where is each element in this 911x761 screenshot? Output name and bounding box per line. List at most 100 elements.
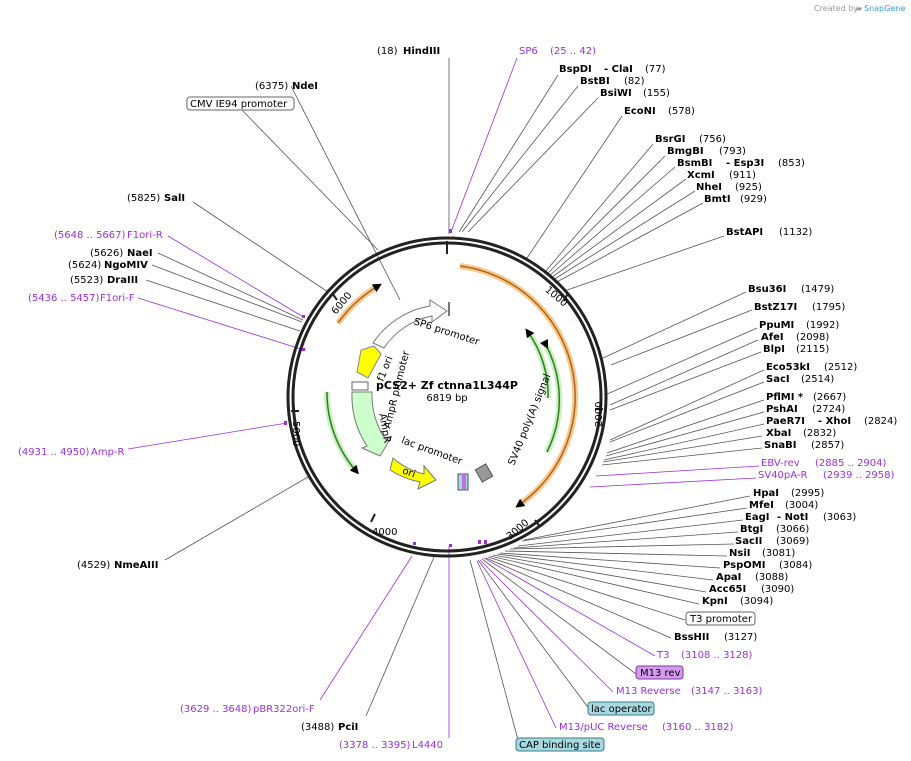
pos-sali: (5825) <box>127 193 160 204</box>
pos-snabi: (2857) <box>811 440 844 451</box>
site-nhei: NheI <box>696 182 722 193</box>
feature-box-cmv <box>186 96 295 111</box>
site-bsrgi: BsrGI <box>655 134 685 145</box>
site-eco53ki: Eco53kI <box>766 362 810 373</box>
site-naei: NaeI <box>127 248 153 259</box>
pos-bstapi: (1132) <box>779 227 812 238</box>
pos-bsiwi: (155) <box>643 88 670 99</box>
pos-nsii: (3081) <box>762 548 795 559</box>
pos-eagi: (3063) <box>823 512 856 523</box>
primer-t3: T3 <box>656 650 669 661</box>
site-ndei: NdeI <box>292 81 318 92</box>
pos-bmti: (929) <box>740 194 767 205</box>
tick-label-4000: 4000 <box>372 527 397 538</box>
features <box>351 299 494 491</box>
tick-label-5000: 5000 <box>290 421 301 446</box>
pos-amp-r: (4931 .. 4950) <box>18 447 90 458</box>
pos-l4440: (3378 .. 3395) <box>339 740 411 751</box>
pos-afei: (2098) <box>796 332 829 343</box>
credit-prefix: Created by <box>814 4 858 13</box>
site-bspdi: BspDI <box>559 64 592 75</box>
feature-ampr-promoter <box>351 381 369 391</box>
site-sacii: SacII <box>735 536 762 547</box>
pos-saci: (2514) <box>801 374 834 385</box>
pos-sv40pa-r: (2939 .. 2958) <box>823 470 895 481</box>
site-bsshii: BssHII <box>674 632 709 643</box>
primer-f1ori-f: F1ori-F <box>100 293 135 304</box>
pos-bstbi: (82) <box>624 76 645 87</box>
pos-xcmi: (911) <box>729 170 756 181</box>
pos-f1ori-f: (5436 .. 5457) <box>28 293 100 304</box>
primer-m13-reverse: M13 Reverse <box>616 686 681 697</box>
pos-xbai: (2832) <box>803 428 836 439</box>
pos-bstz17i: (1795) <box>812 302 845 313</box>
pos-bsu36i: (1479) <box>801 284 834 295</box>
site-bsu36i: Bsu36I <box>748 284 786 295</box>
primer-sv40pa-r: SV40pA-R <box>758 470 807 481</box>
feature-m13-rev: M13 rev <box>640 668 681 679</box>
pos-kpni: (3094) <box>740 596 773 607</box>
site-pspomi: PspOMI <box>723 560 765 571</box>
primer-amp-r: Amp-R <box>91 447 125 458</box>
plasmid-length: 6819 bp <box>426 393 467 404</box>
feature-cap-binding-site: CAP binding site <box>519 740 601 751</box>
site-paer7i: PaeR7I <box>766 416 805 427</box>
site-bstbi: BstBI <box>580 76 610 87</box>
site-xcmi: XcmI <box>687 170 715 181</box>
site-clai: - ClaI <box>604 64 633 75</box>
site-pcii: PciI <box>338 722 358 733</box>
site-saci: SacI <box>766 374 790 385</box>
site-econi: EcoNI <box>624 106 656 117</box>
pos-paer7i: (2824) <box>864 416 897 427</box>
feature-box-m13-rev <box>635 665 684 680</box>
feature-f1-ori <box>356 345 382 379</box>
pos-bspdi: (77) <box>645 64 666 75</box>
site-apai: ApaI <box>716 572 741 583</box>
site-btgi: BtgI <box>740 524 763 535</box>
site-eagi: EagI <box>745 512 769 523</box>
site-mfei: MfeI <box>749 500 774 511</box>
pos-econi: (578) <box>668 106 695 117</box>
site-hindiii: HindIII <box>403 46 440 57</box>
feature-box-cap <box>515 737 605 752</box>
pos-ppumi: (1992) <box>806 320 839 331</box>
feature-sv40-polya-box <box>474 463 494 483</box>
pos-eco53ki: (2512) <box>824 362 857 373</box>
site-kpni: KpnI <box>702 596 728 607</box>
pos-btgi: (3066) <box>776 524 809 535</box>
pos-m13-puc-reverse: (3160 .. 3182) <box>662 722 734 733</box>
primer-marks <box>284 229 487 547</box>
site-snabi: SnaBI <box>764 440 796 451</box>
pos-pflmi: (2667) <box>813 392 846 403</box>
site-sali: SalI <box>164 193 185 204</box>
feature-cmv-ie94-promoter: CMV IE94 promoter <box>190 99 288 110</box>
pos-sacii: (3069) <box>776 536 809 547</box>
pos-naei: (5626) <box>90 248 123 259</box>
pos-nmeaiii: (4529) <box>77 560 110 571</box>
pos-sp6: (25 .. 42) <box>550 46 596 57</box>
pos-hpai: (2995) <box>791 488 824 499</box>
site-esp3i: - Esp3I <box>726 158 764 169</box>
site-ppumi: PpuMI <box>759 320 794 331</box>
pos-pbr322ori-f: (3629 .. 3648) <box>180 704 252 715</box>
feature-lac-operator-label: lac operator <box>591 704 652 715</box>
pos-nhei: (925) <box>735 182 762 193</box>
site-nmeaiii: NmeAIII <box>114 560 158 571</box>
pos-pshai: (2724) <box>812 404 845 415</box>
plasmid-name: pCS2+ Zf ctnna1L344P <box>376 379 518 392</box>
pos-bsmbi: (853) <box>778 158 805 169</box>
feature-t3-promoter: T3 promoter <box>689 614 753 625</box>
pos-bmgbi: (793) <box>719 146 746 157</box>
site-blpi: BlpI <box>763 344 785 355</box>
feature-label-sp6-promoter: SP6 promoter <box>412 316 481 348</box>
feature-ampr <box>351 391 393 457</box>
feature-ori <box>389 457 437 490</box>
snapgene-logo-icon: ▰ <box>856 4 863 13</box>
feature-box-lac-operator <box>587 701 655 716</box>
site-pflmi: PflMI * <box>766 392 804 403</box>
pos-apai: (3088) <box>755 572 788 583</box>
pos-ndei: (6375) <box>255 81 288 92</box>
insert-arc <box>335 263 579 508</box>
site-bmgbi: BmgBI <box>667 146 704 157</box>
site-ngomiv: NgoMIV <box>104 260 148 271</box>
